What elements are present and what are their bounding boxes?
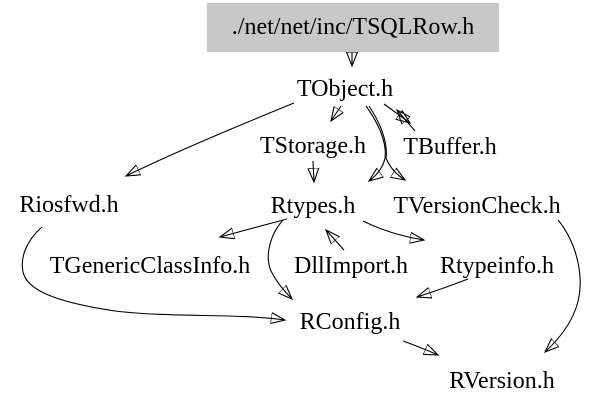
edge-tobject-to-tversioncheck <box>368 105 405 180</box>
edge-rtypeinfo-to-rconfig <box>417 278 469 297</box>
node-tstorage-h[interactable]: TStorage.h <box>260 133 366 159</box>
edge-rtypes-to-tgenericclassinfo <box>220 218 288 237</box>
edge-dllimport-to-rtypes <box>326 230 345 251</box>
node-tobject-h[interactable]: TObject.h <box>296 76 394 102</box>
edge-rtypes-to-rtypeinfo <box>362 220 424 240</box>
node-riosfwd-h[interactable]: Riosfwd.h <box>19 192 119 218</box>
node-tsqlrow-h: ./net/net/inc/TSQLRow.h <box>207 3 499 52</box>
edge-riosfwd-to-rconfig <box>21 226 285 320</box>
edge-tobject-to-tstorage <box>331 105 341 121</box>
node-rversion-h[interactable]: RVersion.h <box>449 368 555 394</box>
node-rtypeinfo-h[interactable]: Rtypeinfo.h <box>440 253 554 279</box>
edge-tversioncheck-to-rversion <box>545 219 581 352</box>
node-dllimport-h[interactable]: DllImport.h <box>294 253 408 279</box>
edge-tbuffer-to-tobject <box>397 110 416 132</box>
node-tgenericclassinfo-h[interactable]: TGenericClassInfo.h <box>49 253 251 279</box>
edge-tobject-to-rtypes <box>365 105 386 181</box>
edge-tstorage-to-rtypes <box>313 160 314 182</box>
edge-rtypes-to-rconfig <box>267 219 292 299</box>
edge-rconfig-to-rversion <box>402 340 438 355</box>
node-tbuffer-h[interactable]: TBuffer.h <box>403 134 497 160</box>
edge-tobject-to-riosfwd <box>126 102 295 176</box>
node-tversioncheck-h[interactable]: TVersionCheck.h <box>393 193 561 219</box>
node-rtypes-h[interactable]: Rtypes.h <box>270 193 356 219</box>
node-rconfig-h[interactable]: RConfig.h <box>299 309 401 335</box>
